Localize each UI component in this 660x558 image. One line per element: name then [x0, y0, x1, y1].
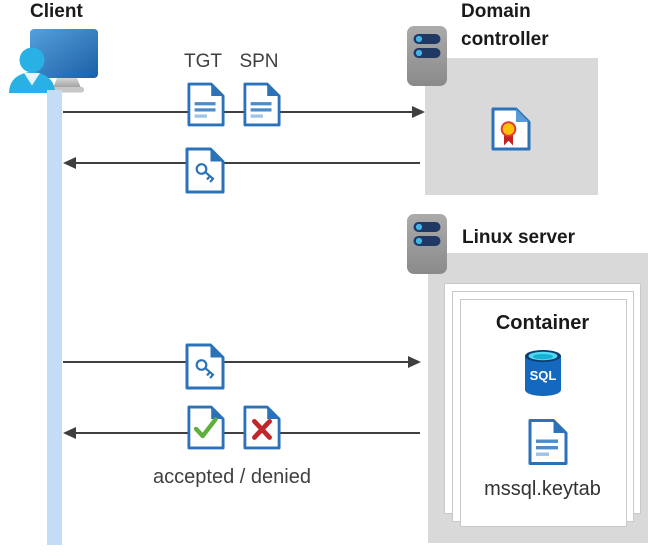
accepted-document-icon	[187, 405, 225, 450]
keytab-label: mssql.keytab	[484, 478, 601, 500]
sql-badge-text: SQL	[530, 368, 557, 383]
linux-server-label: Linux server	[462, 227, 575, 248]
service-request-arrowhead	[408, 356, 421, 368]
denied-document-icon	[243, 405, 281, 450]
request-arrow-line	[63, 111, 413, 113]
ticket-return-line	[75, 162, 420, 164]
domain-controller-label: Domain controller	[461, 1, 549, 50]
ticket-return-arrowhead	[63, 157, 76, 169]
client-lifeline	[47, 90, 62, 545]
accepted-denied-label: accepted / denied	[153, 466, 311, 488]
response-arrowhead	[63, 427, 76, 439]
client-icon	[6, 25, 101, 95]
certificate-icon	[491, 107, 531, 151]
keytab-document-icon	[528, 417, 568, 467]
domain-controller-server-icon	[406, 25, 448, 87]
container-title: Container	[495, 312, 590, 334]
request-arrowhead	[412, 106, 425, 118]
service-request-line	[63, 361, 409, 363]
sql-database-icon: SQL	[523, 349, 563, 397]
key-document-icon	[185, 147, 225, 194]
client-label: Client	[30, 1, 83, 22]
tgt-label: TGT	[184, 51, 222, 72]
linux-server-server-icon	[406, 213, 448, 275]
container-card	[460, 299, 627, 527]
spn-document-icon	[243, 82, 281, 127]
key-document-icon-2	[185, 343, 225, 390]
tgt-document-icon	[187, 82, 225, 127]
spn-label: SPN	[239, 51, 279, 72]
